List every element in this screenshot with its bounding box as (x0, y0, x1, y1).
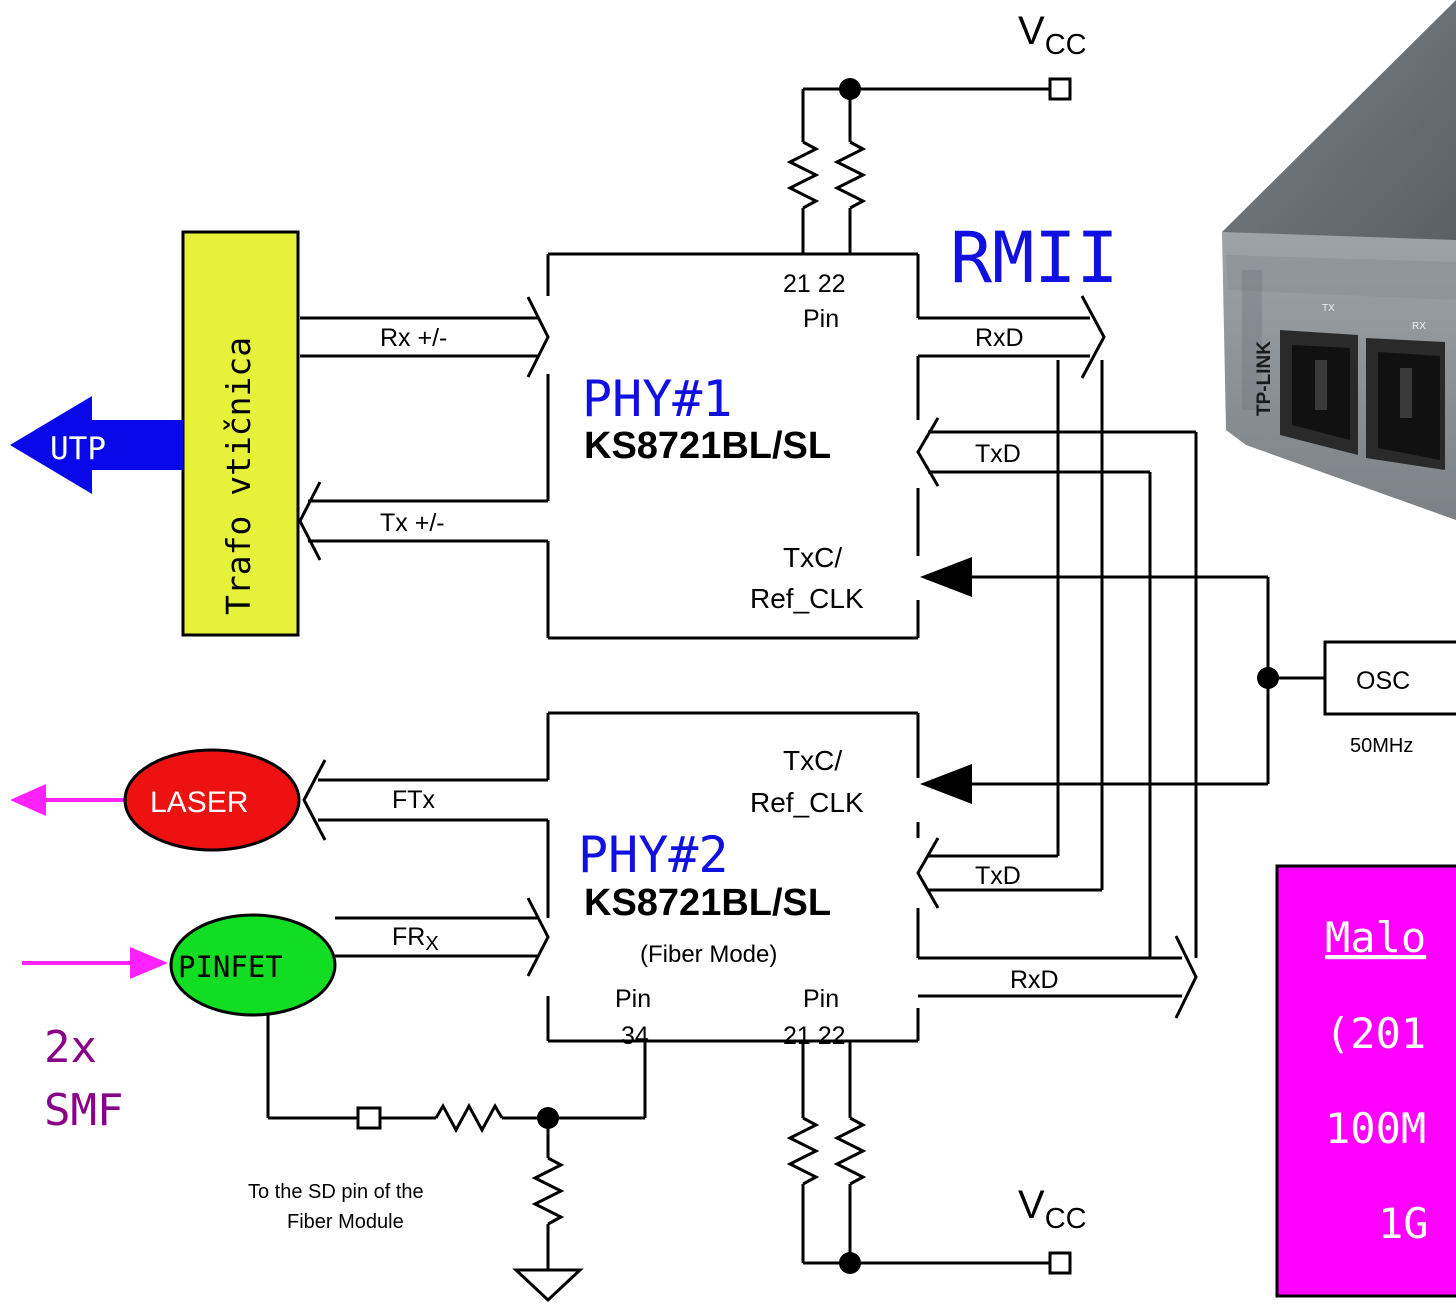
rxd2-signal-label: RxD (1010, 966, 1059, 994)
clk-arrow-phy1 (920, 557, 972, 597)
photo-rx-label: RX (1412, 321, 1426, 332)
phy2-mode: (Fiber Mode) (640, 941, 777, 968)
osc-box (1323, 640, 1456, 716)
ground-icon (512, 1268, 584, 1303)
vcc-top-label: VCC (1018, 9, 1087, 61)
sd-terminal (356, 1106, 382, 1130)
vcc-bottom-label: VCC (1018, 1183, 1087, 1235)
pinfet-detector (169, 913, 337, 1017)
vcc-top-sub: CC (1045, 29, 1087, 61)
osc-frequency: 50MHz (1350, 735, 1413, 757)
phy2-pin2122-number: 21 22 (783, 1022, 846, 1050)
trafo-block (181, 230, 300, 637)
vcc-bottom-v: V (1018, 1183, 1045, 1227)
junction-vcc-bottom (839, 1252, 861, 1274)
phy2-pin34-label: Pin (615, 985, 651, 1013)
laser-label: LASER (150, 786, 248, 819)
pinfet-label: PINFET (178, 950, 283, 984)
note-line-3: 100M (1325, 1104, 1426, 1153)
rxd1-signal-label: RxD (975, 324, 1024, 352)
phy2-refclk: Ref_CLK (750, 787, 864, 818)
sc-port-rx (1366, 338, 1445, 470)
note-line-2: (201 (1325, 1009, 1426, 1058)
photo-tx-label: TX (1322, 303, 1335, 314)
phy1-pin-label: Pin (803, 305, 839, 333)
sd-note-line-1: To the SD pin of the (248, 1181, 424, 1203)
osc-label: OSC (1356, 667, 1410, 695)
phy2-pin34-number: 34 (621, 1022, 649, 1050)
junction-vcc-top (839, 78, 861, 100)
junction-sd (537, 1107, 559, 1129)
phy1-chip: KS8721BL/SL (584, 425, 831, 467)
magenta-note-box: Malo (201 100M 1G (1275, 864, 1456, 1298)
smf-type: SMF (44, 1085, 123, 1136)
utp-arrow (10, 396, 183, 494)
ftx-signal-label: FTx (392, 786, 436, 814)
frx-signal-label: FRX (392, 923, 439, 955)
photo-brand-label: TP-LINK (1254, 341, 1275, 416)
laser-tx-fiber-arrow (10, 784, 125, 816)
junction-clock (1257, 667, 1279, 689)
pinfet-rx-fiber-arrow (22, 947, 168, 979)
sc-port-tx (1280, 330, 1358, 455)
vcc-bottom-sub: CC (1045, 1203, 1087, 1235)
vcc-top-terminal (1048, 77, 1072, 101)
smf-count: 2x (44, 1022, 97, 1073)
note-line-1: Malo (1325, 913, 1426, 962)
rx-signal-label: Rx +/- (380, 324, 447, 352)
phy1-pin-numbers: 21 22 (783, 270, 846, 298)
frx-signal-main: FR (392, 923, 425, 951)
phy2-title: PHY#2 (578, 826, 729, 884)
tx-signal-label: Tx +/- (380, 509, 445, 537)
phy2-chip: KS8721BL/SL (584, 882, 831, 924)
frx-signal-sub: X (425, 933, 438, 955)
clk-arrow-phy2 (920, 764, 972, 804)
phy2-txc: TxC/ (783, 745, 842, 776)
phy2-pin2122-label: Pin (803, 985, 839, 1013)
utp-label: UTP (50, 431, 106, 467)
wiring (266, 87, 1325, 1270)
note-line-4: 1G (1378, 1199, 1429, 1248)
vcc-top-v: V (1018, 9, 1045, 53)
sd-note-line-2: Fiber Module (287, 1211, 404, 1233)
phy1-title: PHY#1 (582, 370, 733, 428)
txd1-signal-label: TxD (975, 440, 1021, 468)
trafo-label: Trafo vtičnica (219, 337, 258, 615)
txd2-signal-label: TxD (975, 862, 1021, 890)
laser-diode (123, 748, 301, 852)
phy1-txc: TxC/ (783, 542, 842, 573)
rmii-label: RMII (950, 217, 1119, 299)
phy1-refclk: Ref_CLK (750, 583, 864, 614)
media-converter-photo: TP-LINK TX RX (1222, 0, 1456, 520)
vcc-bottom-terminal (1048, 1251, 1072, 1275)
